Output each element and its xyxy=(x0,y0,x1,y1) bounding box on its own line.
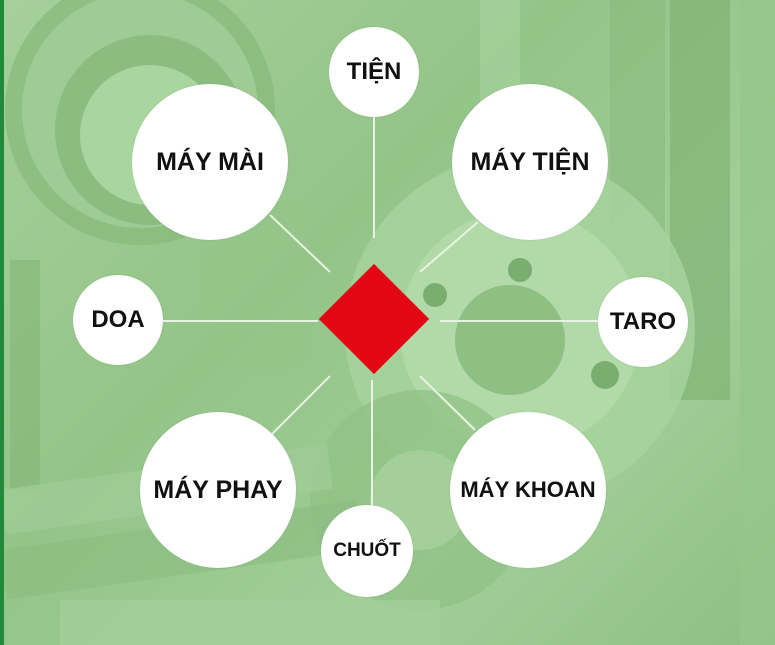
node-may-tien[interactable]: MÁY TIỆN xyxy=(452,84,608,240)
node-may-mai[interactable]: MÁY MÀI xyxy=(132,84,288,240)
node-label: MÁY PHAY xyxy=(153,475,283,504)
node-may-khoan[interactable]: MÁY KHOAN xyxy=(450,412,606,568)
node-label: MÁY TIỆN xyxy=(470,147,590,176)
left-accent-border xyxy=(0,0,4,645)
node-may-phay[interactable]: MÁY PHAY xyxy=(140,412,296,568)
node-label: MÁY MÀI xyxy=(156,147,264,176)
node-label: TARO xyxy=(609,308,677,335)
node-doa[interactable]: DOA xyxy=(73,275,163,365)
node-label: MÁY KHOAN xyxy=(460,477,596,502)
node-label: CHUỐT xyxy=(333,540,401,561)
node-taro[interactable]: TARO xyxy=(598,277,688,367)
node-tien[interactable]: TIỆN xyxy=(329,27,419,117)
node-label: DOA xyxy=(91,306,145,333)
node-chuot[interactable]: CHUỐT xyxy=(321,505,413,597)
node-label: TIỆN xyxy=(346,58,402,85)
